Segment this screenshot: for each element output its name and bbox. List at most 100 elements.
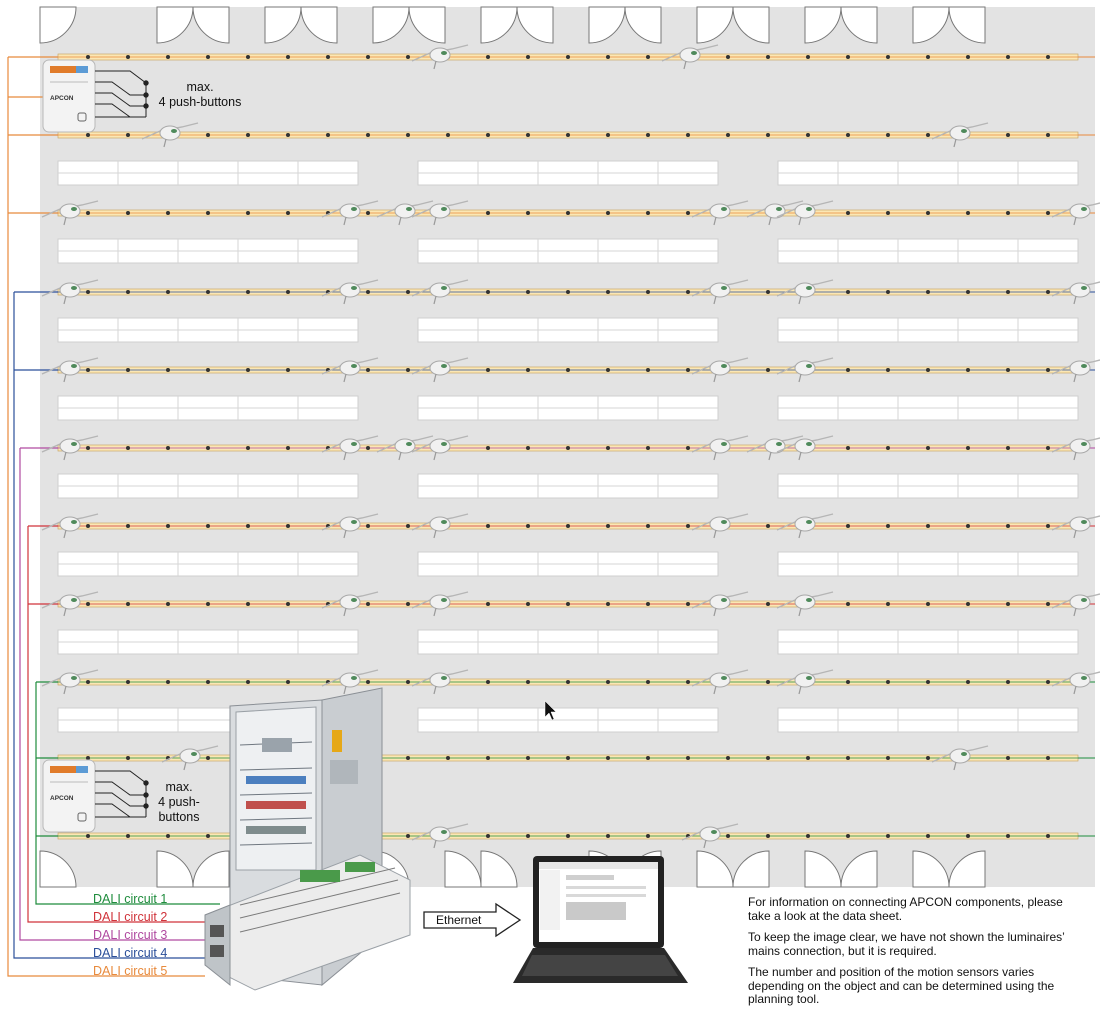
door: [192, 6, 230, 44]
motion-sensor-icon: [776, 200, 834, 226]
apcon-logo-1: APCON: [50, 95, 74, 102]
door: [192, 850, 230, 888]
dali-circuit-4-label: DALI circuit 4: [93, 946, 168, 960]
motion-sensor-icon: [661, 44, 719, 70]
ethernet-label: Ethernet: [436, 913, 482, 927]
motion-sensor-icon: [321, 591, 379, 617]
motion-sensor-icon: [1051, 515, 1100, 539]
luminaire-row: [57, 600, 1095, 608]
door: [732, 850, 770, 888]
laptop-icon: [513, 856, 688, 983]
motion-sensor-icon: [411, 357, 469, 383]
apcon-controller-2: APCON: [42, 759, 96, 833]
shelving-rack: [57, 317, 359, 343]
shelving-rack: [57, 551, 359, 577]
motion-sensor-icon: [411, 591, 469, 617]
shelving-rack: [417, 160, 719, 186]
motion-sensor-icon: [691, 200, 749, 226]
note-2: To keep the image clear, we have not sho…: [748, 930, 1065, 958]
motion-sensor-icon: [691, 669, 749, 695]
shelving-rack: [777, 238, 1079, 264]
luminaire-row: [57, 366, 1095, 374]
motion-sensor-icon: [321, 200, 379, 226]
motion-sensor-icon: [691, 435, 749, 461]
shelving-rack: [417, 707, 719, 733]
motion-sensor-icon: [1051, 281, 1100, 305]
door: [948, 6, 986, 44]
shelving-rack: [777, 395, 1079, 421]
motion-sensor-icon: [321, 669, 379, 695]
motion-sensor-icon: [1051, 359, 1100, 383]
dali-circuit-4-wire: [13, 292, 205, 959]
shelving-rack: [57, 395, 359, 421]
door: [840, 850, 878, 888]
shelving-rack: [57, 238, 359, 264]
motion-sensor-icon: [931, 122, 989, 148]
motion-sensor-icon: [1051, 202, 1100, 226]
dali-circuit-5-label: DALI circuit 5: [93, 964, 168, 978]
luminaire-row: [57, 522, 1095, 530]
plc-controller: [204, 854, 411, 991]
luminaire-row: [57, 209, 1095, 217]
motion-sensor-icon: [411, 44, 469, 70]
motion-sensor-icon: [41, 435, 99, 461]
door: [480, 850, 518, 888]
luminaire-row: [57, 832, 1095, 840]
shelving-rack: [57, 629, 359, 655]
doors: [39, 6, 986, 888]
motion-sensor-icon: [931, 745, 989, 771]
shelving-rack: [777, 317, 1079, 343]
motion-sensor-icon: [41, 591, 99, 617]
shelving-rack: [417, 629, 719, 655]
motion-sensor-icon: [41, 513, 99, 539]
motion-sensor-icon: [376, 200, 434, 226]
notes: For information on connecting APCON comp…: [748, 895, 1078, 1015]
motion-sensor-icon: [776, 513, 834, 539]
door: [408, 6, 446, 44]
shelving-rack: [777, 473, 1079, 499]
motion-sensor-icon: [376, 435, 434, 461]
luminaire-row: [57, 53, 1095, 61]
shelving-rack: [417, 473, 719, 499]
door: [39, 850, 77, 888]
push-button-wiring-2: [95, 770, 149, 818]
motion-sensor-icon: [746, 435, 804, 461]
motion-sensor-icon: [681, 823, 739, 849]
motion-sensor-icon: [776, 357, 834, 383]
note-3: The number and position of the motion se…: [748, 965, 1055, 1006]
motion-sensor-icon: [321, 435, 379, 461]
door: [39, 6, 77, 44]
motion-sensor-icon: [411, 200, 469, 226]
motion-sensor-icon: [691, 357, 749, 383]
cursor-icon: [544, 700, 557, 721]
shelving-rack: [57, 473, 359, 499]
door: [732, 6, 770, 44]
shelving-rack: [777, 160, 1079, 186]
motion-sensor-icon: [411, 669, 469, 695]
motion-sensor-icon: [411, 513, 469, 539]
motion-sensor-icon: [776, 279, 834, 305]
motion-sensor-icon: [411, 279, 469, 305]
motion-sensors: [41, 44, 1100, 849]
dali-circuit-2-label: DALI circuit 2: [93, 910, 168, 924]
dali-circuit-1-label: DALI circuit 1: [93, 892, 168, 906]
dali-circuit-1-wire: [35, 682, 220, 905]
door: [948, 850, 986, 888]
luminaire-row: [57, 678, 1095, 686]
motion-sensor-icon: [321, 357, 379, 383]
dali-circuit-5-wire: [7, 57, 205, 977]
push-button-wiring-1: [95, 70, 149, 118]
shelving-rack: [777, 707, 1079, 733]
apcon-logo-2: APCON: [50, 795, 74, 802]
shelving-rack: [417, 238, 719, 264]
door: [516, 6, 554, 44]
shelving-rack: [777, 629, 1079, 655]
note-1: For information on connecting APCON comp…: [748, 895, 1063, 923]
motion-sensor-icon: [691, 591, 749, 617]
motion-sensor-icon: [41, 279, 99, 305]
luminaire-row: [57, 288, 1095, 296]
motion-sensor-icon: [776, 669, 834, 695]
motion-sensor-icon: [41, 200, 99, 226]
motion-sensor-icon: [746, 200, 804, 226]
